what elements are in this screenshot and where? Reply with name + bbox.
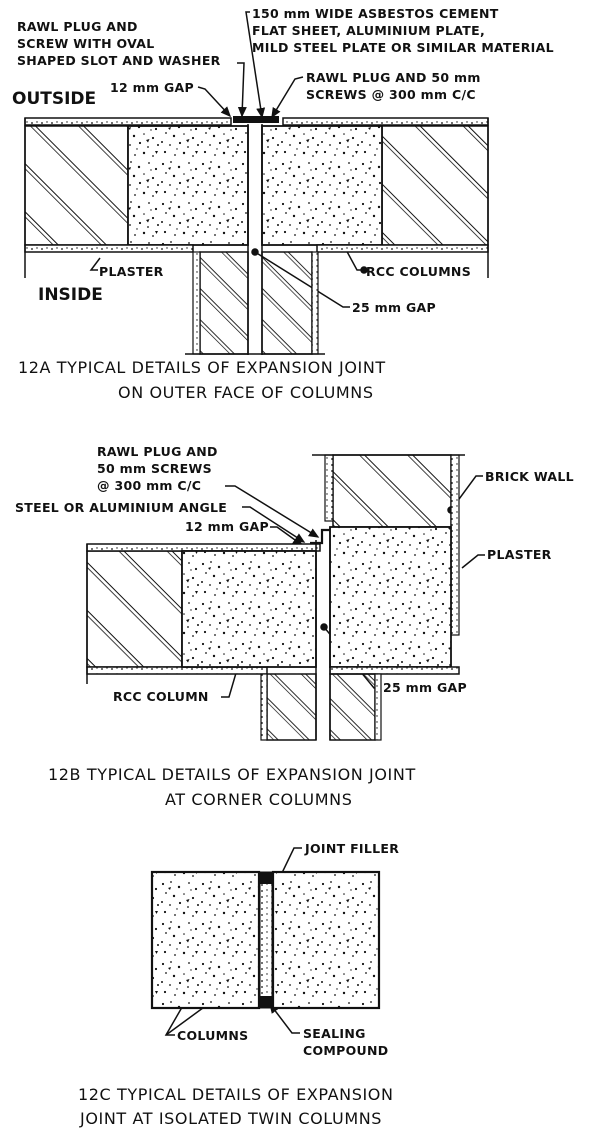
- label-rcc-column: RCC COLUMN: [113, 689, 209, 704]
- leader-cover-plate: [245, 11, 266, 119]
- label-sealing-1: SEALING: [303, 1026, 366, 1041]
- label-rcc-columns: RCC COLUMNS: [366, 264, 471, 279]
- steel-angle: [310, 528, 330, 545]
- rcc-column-right: [261, 125, 383, 246]
- label-rawl-plug-screws-1: RAWL PLUG AND 50 mm: [306, 70, 481, 85]
- sealing-compound-top: [260, 872, 272, 884]
- label-sealing-2: COMPOUND: [303, 1043, 388, 1058]
- label-gap-25mm-b: 25 mm GAP: [383, 680, 467, 695]
- label-gap-12mm: 12 mm GAP: [110, 80, 194, 95]
- caption-12b-line2: AT CORNER COLUMNS: [165, 790, 352, 809]
- figure-12b: RAWL PLUG AND 50 mm SCREWS @ 300 mm C/C …: [15, 444, 574, 809]
- plaster-perp-left: [324, 454, 334, 522]
- caption-12c-line1: 12C TYPICAL DETAILS OF EXPANSION: [78, 1085, 394, 1104]
- label-joint-filler: JOINT FILLER: [304, 841, 399, 856]
- label-angle: STEEL OR ALUMINIUM ANGLE: [15, 500, 227, 515]
- leader-angle: [242, 506, 306, 543]
- brick-wall-left-b: [86, 550, 183, 668]
- plaster-inner-b: [86, 666, 268, 675]
- caption-12b-line1: 12B TYPICAL DETAILS OF EXPANSION JOINT: [48, 765, 416, 784]
- column-right-c: [271, 870, 381, 1010]
- brick-wall-perpendicular: [332, 454, 452, 528]
- stub-plaster: [192, 251, 201, 355]
- leader-plaster-b: [461, 554, 485, 569]
- caption-12a-line1: 12A TYPICAL DETAILS OF EXPANSION JOINT: [18, 358, 386, 377]
- figure-12c: JOINT FILLER COLUMNS SEALING COMPOUND 12…: [78, 841, 399, 1128]
- label-rawl-plug-oval-3: SHAPED SLOT AND WASHER: [17, 53, 221, 68]
- plaster-perp-right: [450, 454, 460, 636]
- label-rawl-plug-2: 50 mm SCREWS: [97, 461, 212, 476]
- sealing-compound-bottom: [260, 996, 272, 1008]
- stub-wall-right-b: [329, 673, 376, 741]
- label-plaster-b: PLASTER: [487, 547, 552, 562]
- leader-plaster: [89, 257, 101, 271]
- caption-12a-line2: ON OUTER FACE OF COLUMNS: [118, 383, 374, 402]
- stub-wall-left-b: [266, 673, 317, 741]
- leader-rawl-oval: [237, 62, 247, 118]
- leader-gap-12: [197, 86, 232, 118]
- label-cover-plate-3: MILD STEEL PLATE OR SIMILAR MATERIAL: [252, 40, 554, 55]
- stub-plaster: [311, 251, 319, 355]
- label-cover-plate-1: 150 mm WIDE ASBESTOS CEMENT: [252, 6, 499, 21]
- label-rawl-plug-oval-2: SCREW WITH OVAL: [17, 36, 155, 51]
- stub-wall-left: [199, 251, 249, 355]
- label-rawl-plug-1: RAWL PLUG AND: [97, 444, 218, 459]
- leader-rawl-screws: [271, 76, 304, 119]
- label-cover-plate-2: FLAT SHEET, ALUMINIUM PLATE,: [252, 23, 485, 38]
- plaster-inner-right: [316, 244, 489, 253]
- column-left-c: [150, 870, 261, 1010]
- label-gap-25mm: 25 mm GAP: [352, 300, 436, 315]
- leader-sealing: [269, 1002, 300, 1034]
- joint-filler: [259, 871, 273, 1009]
- brick-wall-right: [381, 125, 489, 246]
- label-gap-12mm-b: 12 mm GAP: [185, 519, 269, 534]
- rcc-column-left-b: [181, 550, 317, 668]
- leader-gap-12-b: [270, 526, 304, 546]
- label-brick-wall: BRICK WALL: [485, 469, 574, 484]
- plaster-inner-left: [24, 244, 194, 253]
- label-outside: OUTSIDE: [12, 89, 96, 109]
- plaster-inner-right-b: [329, 666, 460, 675]
- stub-plaster-b: [260, 673, 268, 741]
- brick-wall-left: [24, 125, 129, 246]
- caption-12c-line2: JOINT AT ISOLATED TWIN COLUMNS: [79, 1109, 382, 1128]
- label-rawl-plug-3: @ 300 mm C/C: [97, 478, 201, 493]
- leader-rawl-b: [225, 485, 320, 538]
- rcc-column-left: [127, 125, 249, 246]
- label-plaster: PLASTER: [99, 264, 164, 279]
- stub-plaster-b: [374, 673, 382, 741]
- label-columns: COLUMNS: [177, 1028, 248, 1043]
- plaster-outer-right: [282, 117, 489, 126]
- label-rawl-plug-oval-1: RAWL PLUG AND: [17, 19, 138, 34]
- figure-12a: RAWL PLUG AND SCREW WITH OVAL SHAPED SLO…: [12, 6, 554, 402]
- label-rawl-plug-screws-2: SCREWS @ 300 mm C/C: [306, 87, 476, 102]
- label-inside: INSIDE: [38, 285, 103, 305]
- cover-plate: [233, 116, 279, 123]
- plaster-outer-left: [24, 117, 232, 126]
- rcc-column-right-b: [329, 526, 452, 668]
- stub-wall-right: [261, 251, 313, 355]
- plaster-outer-b: [86, 543, 321, 552]
